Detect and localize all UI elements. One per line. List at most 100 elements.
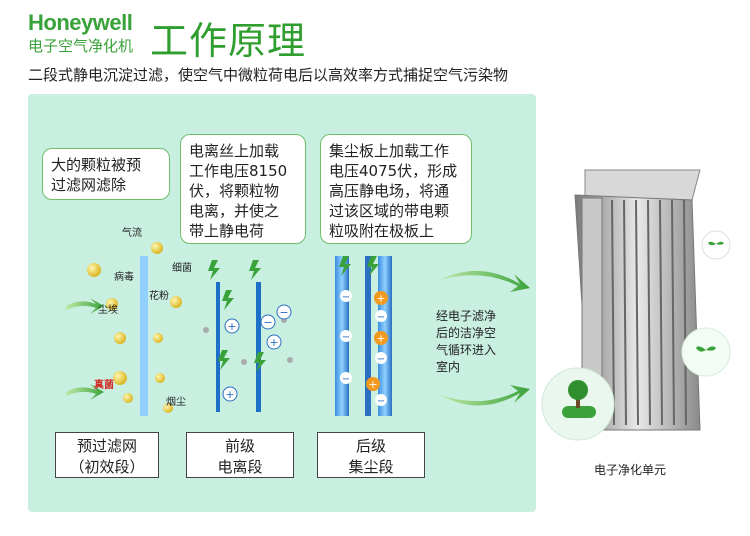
svg-text:+: + bbox=[227, 320, 236, 333]
negative-charge-icon: − bbox=[340, 372, 352, 385]
airflow-arrow-icon bbox=[66, 298, 104, 314]
bubble-line: 集尘板上加载工作 bbox=[329, 142, 450, 160]
positive-charge-icon: + bbox=[374, 331, 388, 345]
sprout-globe-icon bbox=[681, 327, 731, 377]
leaf-globe-icon bbox=[701, 230, 731, 260]
particle-icon bbox=[113, 371, 127, 385]
svg-text:−: − bbox=[279, 306, 288, 319]
positive-charge-icon: + bbox=[266, 334, 282, 350]
ionizer-bubble: 电离丝上加载 工作电压8150 伏，将颗粒物 电离，并使之 带上静电荷 bbox=[180, 134, 306, 244]
svg-text:−: − bbox=[263, 316, 272, 329]
note-line: 经电子滤净 bbox=[436, 309, 497, 323]
brand-logo: Honeywell bbox=[28, 10, 133, 35]
particle-icon bbox=[170, 296, 182, 308]
negative-charge-icon: − bbox=[375, 352, 387, 365]
prefilter-plate bbox=[140, 256, 148, 416]
bubble-line: 粒吸附在极板上 bbox=[329, 222, 435, 240]
lightning-icon bbox=[249, 260, 261, 280]
stage-collector: 后级 集尘段 bbox=[317, 432, 425, 478]
bubble-line: 过滤网滤除 bbox=[51, 176, 127, 194]
tree-globe-icon bbox=[541, 367, 615, 441]
note-line: 室内 bbox=[436, 360, 461, 374]
stage-line: 电离段 bbox=[217, 458, 263, 476]
collector-plate-mid bbox=[365, 256, 371, 416]
svg-text:+: + bbox=[225, 388, 234, 401]
negative-charge-icon: − bbox=[340, 330, 352, 343]
note-line: 后的洁净空 bbox=[436, 326, 497, 340]
dust-dot bbox=[241, 359, 247, 365]
lightning-icon bbox=[339, 256, 351, 276]
product-caption: 电子净化单元 bbox=[594, 463, 667, 477]
stage-prefilter: 预过滤网 （初效段） bbox=[55, 432, 159, 478]
negative-charge-icon: − bbox=[375, 394, 387, 407]
svg-text:−: − bbox=[342, 292, 350, 303]
svg-text:+: + bbox=[376, 332, 385, 345]
lightning-icon bbox=[222, 290, 234, 310]
lightning-icon bbox=[367, 256, 379, 276]
ionizer-wire-right bbox=[256, 282, 261, 412]
particle-icon bbox=[163, 403, 173, 413]
svg-text:+: + bbox=[368, 378, 377, 391]
airflow-arrow-icon bbox=[440, 385, 530, 406]
particle-icon bbox=[123, 393, 133, 403]
bubble-line: 伏，将颗粒物 bbox=[189, 182, 280, 200]
bubble-line: 电压4075伏，形成 bbox=[329, 162, 458, 180]
virus-label: 病毒 bbox=[114, 272, 134, 283]
lightning-icon bbox=[218, 350, 230, 370]
bubble-line: 工作电压8150 bbox=[189, 162, 288, 180]
lightning-icon bbox=[208, 260, 220, 280]
ionizer-wire-left bbox=[216, 282, 220, 412]
positive-charge-icon: + bbox=[224, 318, 240, 334]
particle-icon bbox=[155, 373, 165, 383]
bubble-line: 电离，并使之 bbox=[189, 202, 280, 220]
bubble-line: 过该区域的带电颗 bbox=[329, 202, 450, 220]
svg-text:−: − bbox=[342, 374, 350, 385]
germ-label: 真菌 bbox=[94, 380, 114, 391]
positive-charge-icon: + bbox=[374, 291, 388, 305]
bubble-line: 电离丝上加载 bbox=[189, 142, 280, 160]
page-title: 工作原理 bbox=[150, 19, 307, 63]
particle-icon bbox=[151, 242, 163, 254]
bacteria-label: 细菌 bbox=[172, 263, 192, 274]
note-line: 气循环进入 bbox=[436, 343, 497, 357]
negative-charge-icon: − bbox=[276, 304, 292, 320]
svg-text:−: − bbox=[342, 332, 350, 343]
particle-icon bbox=[87, 263, 101, 277]
bubble-line: 带上静电荷 bbox=[189, 222, 265, 240]
stage-line: 集尘段 bbox=[348, 458, 394, 476]
dust-label: 尘埃 bbox=[98, 305, 118, 316]
svg-text:+: + bbox=[269, 336, 278, 349]
page-subtitle: 二段式静电沉淀过滤，使空气中微粒荷电后以高效率方式捕捉空气污染物 bbox=[28, 66, 509, 84]
stage-line: 后级 bbox=[355, 437, 386, 455]
stage-line: （初效段） bbox=[69, 458, 145, 476]
dust-dot bbox=[287, 357, 293, 363]
negative-charge-icon: − bbox=[375, 310, 387, 323]
negative-charge-icon: − bbox=[340, 290, 352, 303]
smoke-label: 烟尘 bbox=[166, 397, 186, 408]
airflow-label: 气流 bbox=[122, 228, 142, 239]
collector-bubble: 集尘板上加载工作 电压4075伏，形成 高压静电场，将通 过该区域的带电颗 粒吸… bbox=[320, 134, 472, 244]
bubble-line: 高压静电场，将通 bbox=[329, 182, 450, 200]
particle-icon bbox=[153, 333, 163, 343]
positive-charge-icon: + bbox=[222, 386, 238, 402]
negative-charge-icon: − bbox=[260, 314, 276, 330]
positive-charge-icon: + bbox=[366, 377, 380, 391]
svg-text:+: + bbox=[376, 292, 385, 305]
svg-text:−: − bbox=[377, 354, 385, 365]
stage-line: 预过滤网 bbox=[76, 437, 137, 455]
prefilter-bubble: 大的颗粒被预 过滤网滤除 bbox=[42, 148, 170, 200]
svg-text:−: − bbox=[377, 396, 385, 407]
bubble-line: 大的颗粒被预 bbox=[51, 156, 142, 174]
stage-line: 前级 bbox=[224, 437, 255, 455]
particle-icon bbox=[106, 298, 118, 310]
clean-air-note: 经电子滤净 后的洁净空 气循环进入 室内 bbox=[436, 308, 496, 376]
svg-text:−: − bbox=[377, 312, 385, 323]
dust-dot bbox=[203, 327, 209, 333]
pollen-label: 花粉 bbox=[149, 291, 169, 302]
stage-ionizer: 前级 电离段 bbox=[186, 432, 294, 478]
lightning-icon bbox=[254, 352, 266, 372]
brand-subtitle: 电子空气净化机 bbox=[28, 37, 134, 55]
airflow-arrow-icon bbox=[66, 384, 104, 400]
airflow-arrow-icon bbox=[440, 270, 530, 292]
